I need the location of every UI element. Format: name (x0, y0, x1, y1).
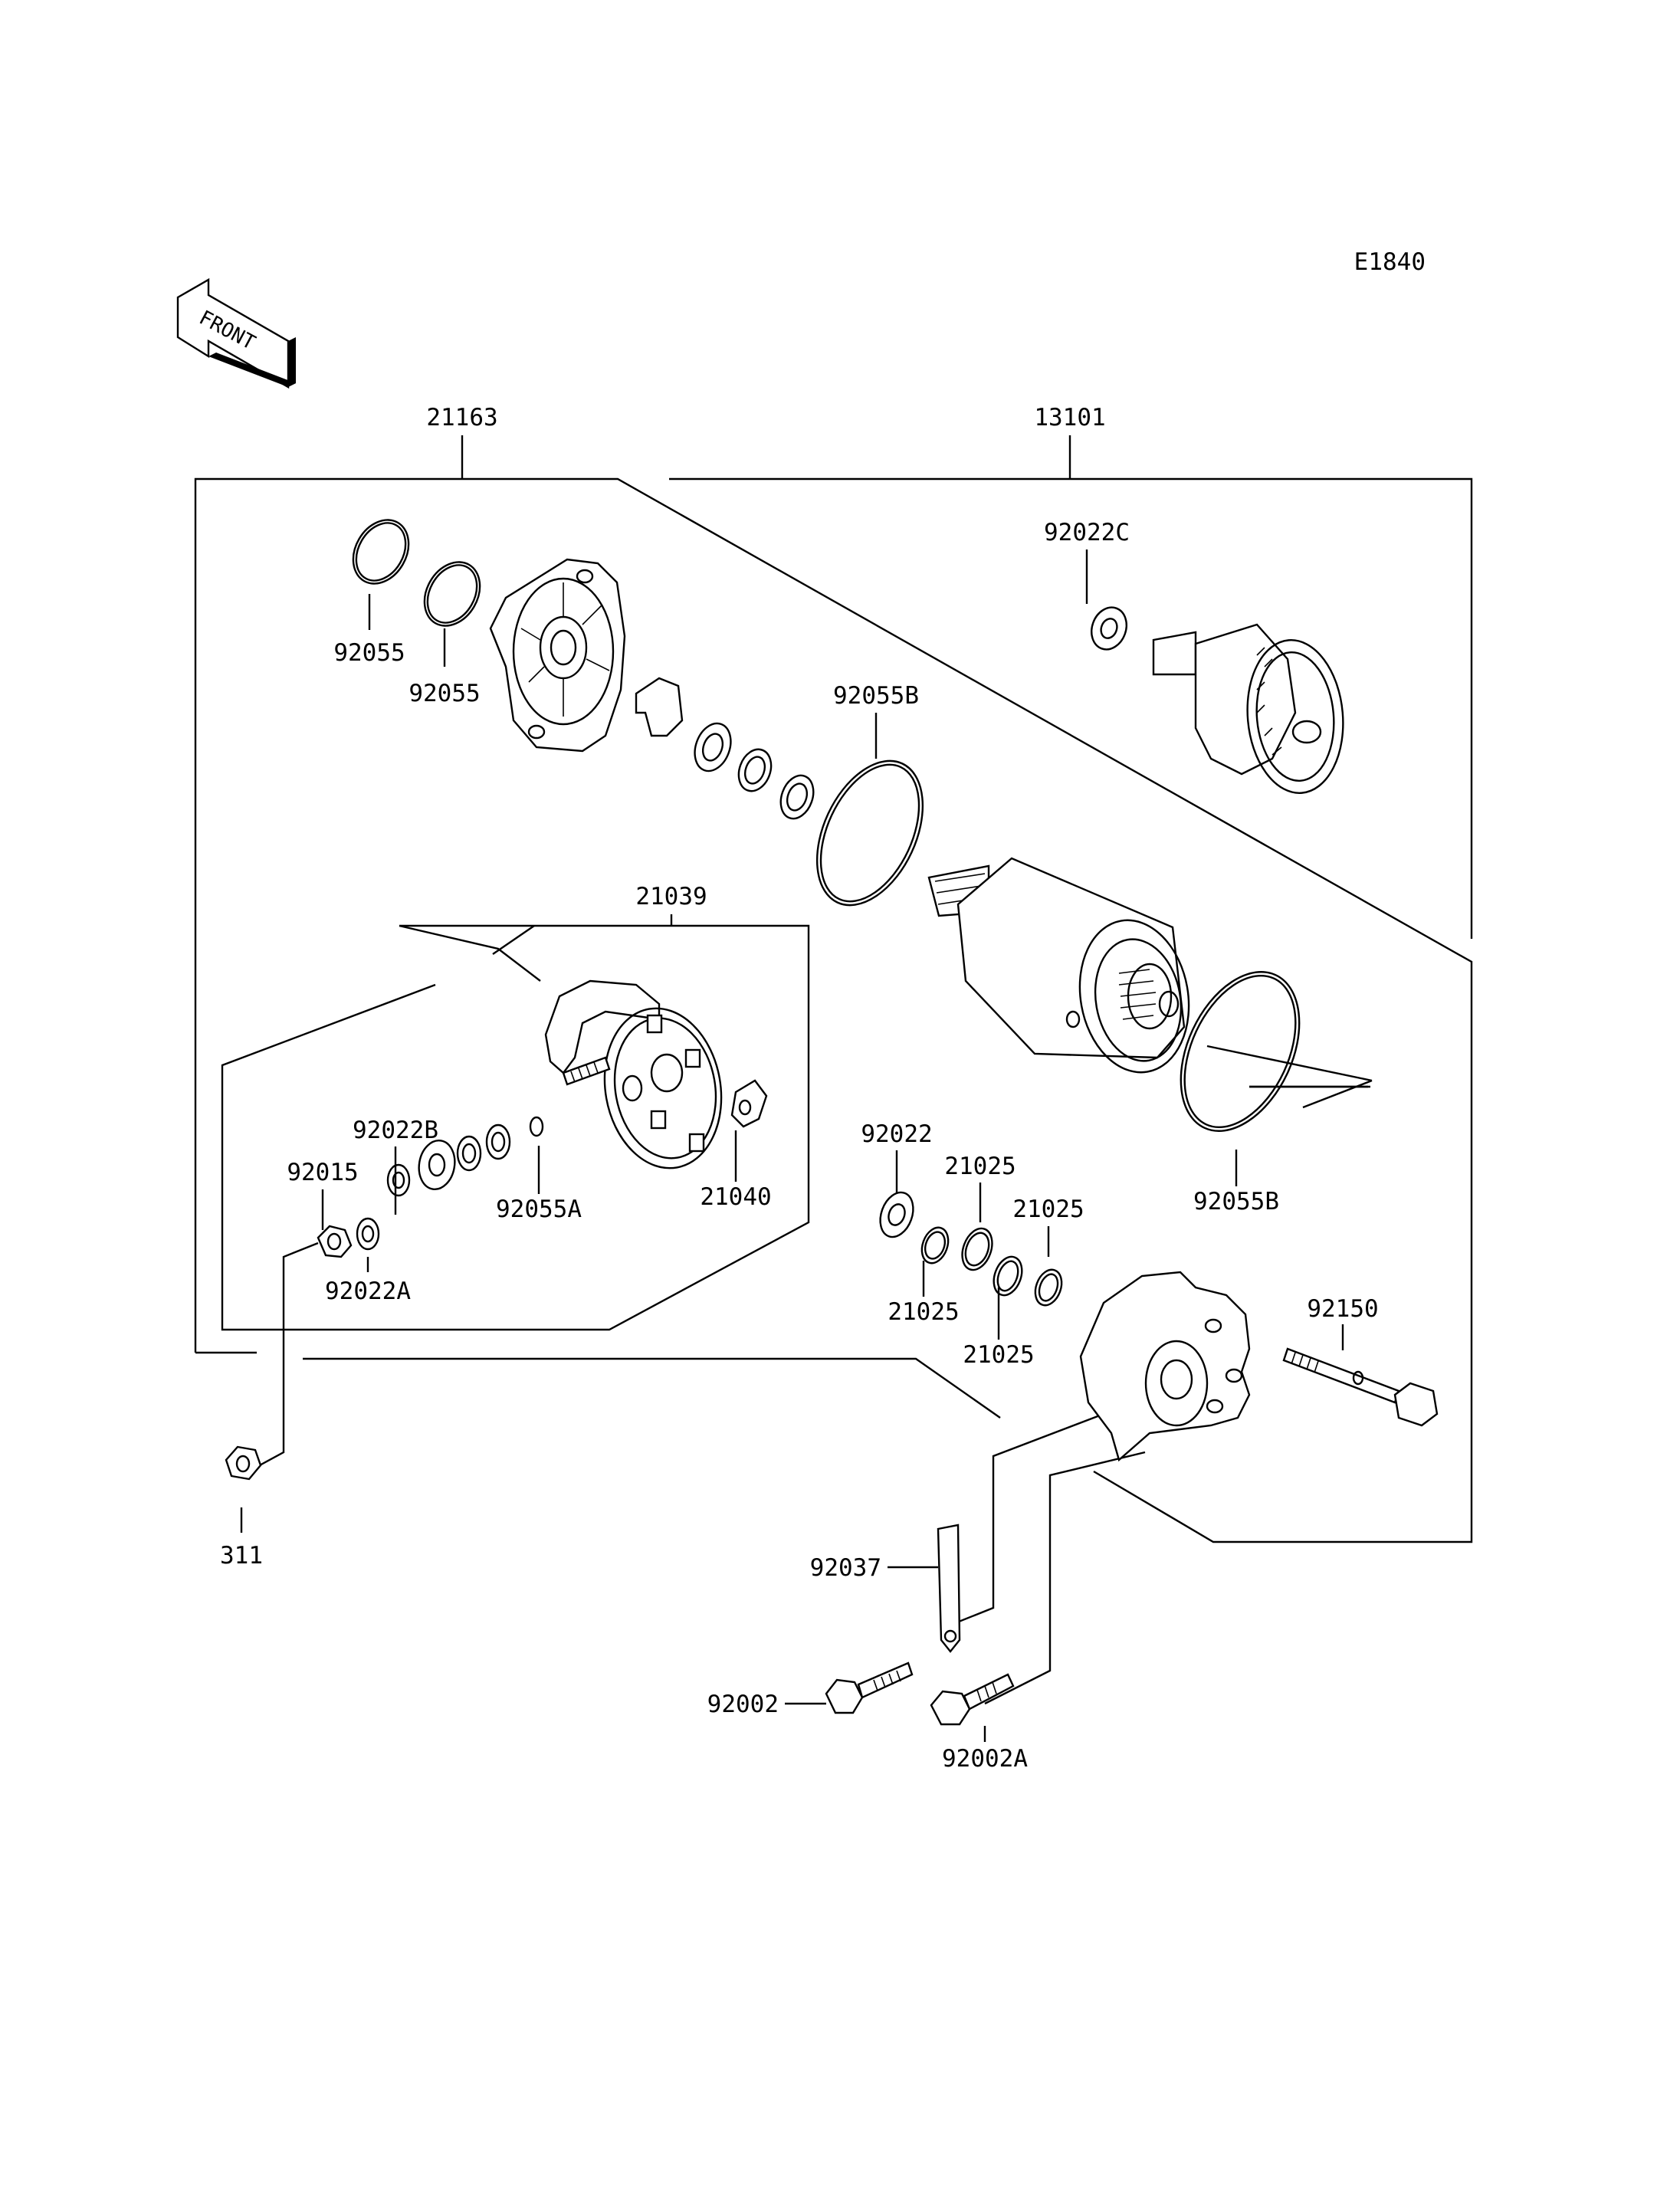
figure-code: E1840 (1354, 248, 1426, 276)
o-ring-92055-a (352, 519, 410, 585)
callout-13101: 13101 (1034, 404, 1105, 431)
through-bolt-92150 (1282, 1347, 1439, 1427)
stud (562, 1056, 611, 1086)
washer-stack-upper (694, 722, 815, 820)
starter-drive (1091, 606, 1344, 794)
callout-92055a: 92055A (496, 1196, 582, 1223)
end-cover (489, 558, 626, 753)
callout-92037: 92037 (810, 1554, 881, 1582)
clip (635, 677, 684, 737)
bolt-92002a (930, 1673, 1015, 1726)
nut-311 (225, 1445, 262, 1481)
callout-92055b-lower: 92055B (1193, 1188, 1279, 1215)
o-ring-92055b-upper (815, 759, 924, 907)
washer-stack-right (879, 1191, 1063, 1307)
callout-92022b: 92022B (353, 1117, 438, 1144)
callout-92022: 92022 (861, 1120, 932, 1148)
armature-yoke (927, 857, 1190, 1074)
o-ring-92055-b (423, 561, 481, 627)
callout-21025-b: 21025 (1012, 1196, 1084, 1223)
ground-strap-92037 (937, 1524, 961, 1653)
callout-92022c: 92022C (1044, 519, 1130, 546)
callout-21025-a: 21025 (944, 1153, 1016, 1180)
callout-21025-c: 21025 (888, 1298, 959, 1326)
terminal-21040 (730, 1079, 768, 1128)
callout-21163: 21163 (426, 404, 497, 431)
callout-92022a: 92022A (325, 1278, 411, 1305)
o-ring-92055b-lower (1180, 971, 1373, 1132)
assembly-outline-13101 (669, 477, 1473, 939)
assembly-outline-21039 (221, 924, 810, 1331)
callout-21025-d: 21025 (963, 1341, 1034, 1369)
front-arrow-icon: FRONT (176, 277, 296, 389)
callout-92002a: 92002A (942, 1745, 1028, 1773)
rear-housing (1079, 1271, 1251, 1462)
bolt-92002 (825, 1661, 914, 1714)
callout-92015: 92015 (287, 1159, 358, 1186)
washer-stack-left (356, 1116, 544, 1251)
callout-92055b-upper: 92055B (833, 682, 919, 710)
callout-92150: 92150 (1307, 1295, 1378, 1323)
callout-21040: 21040 (700, 1183, 771, 1211)
callout-21039: 21039 (635, 883, 707, 910)
callout-311: 311 (220, 1542, 263, 1570)
callout-92055-b: 92055 (409, 680, 480, 707)
nut-92015 (317, 1225, 353, 1258)
assembly-outline-21163 (194, 477, 1473, 1543)
callout-92055-a: 92055 (333, 639, 405, 667)
brush-holder (544, 979, 723, 1169)
callout-92002: 92002 (707, 1691, 779, 1718)
